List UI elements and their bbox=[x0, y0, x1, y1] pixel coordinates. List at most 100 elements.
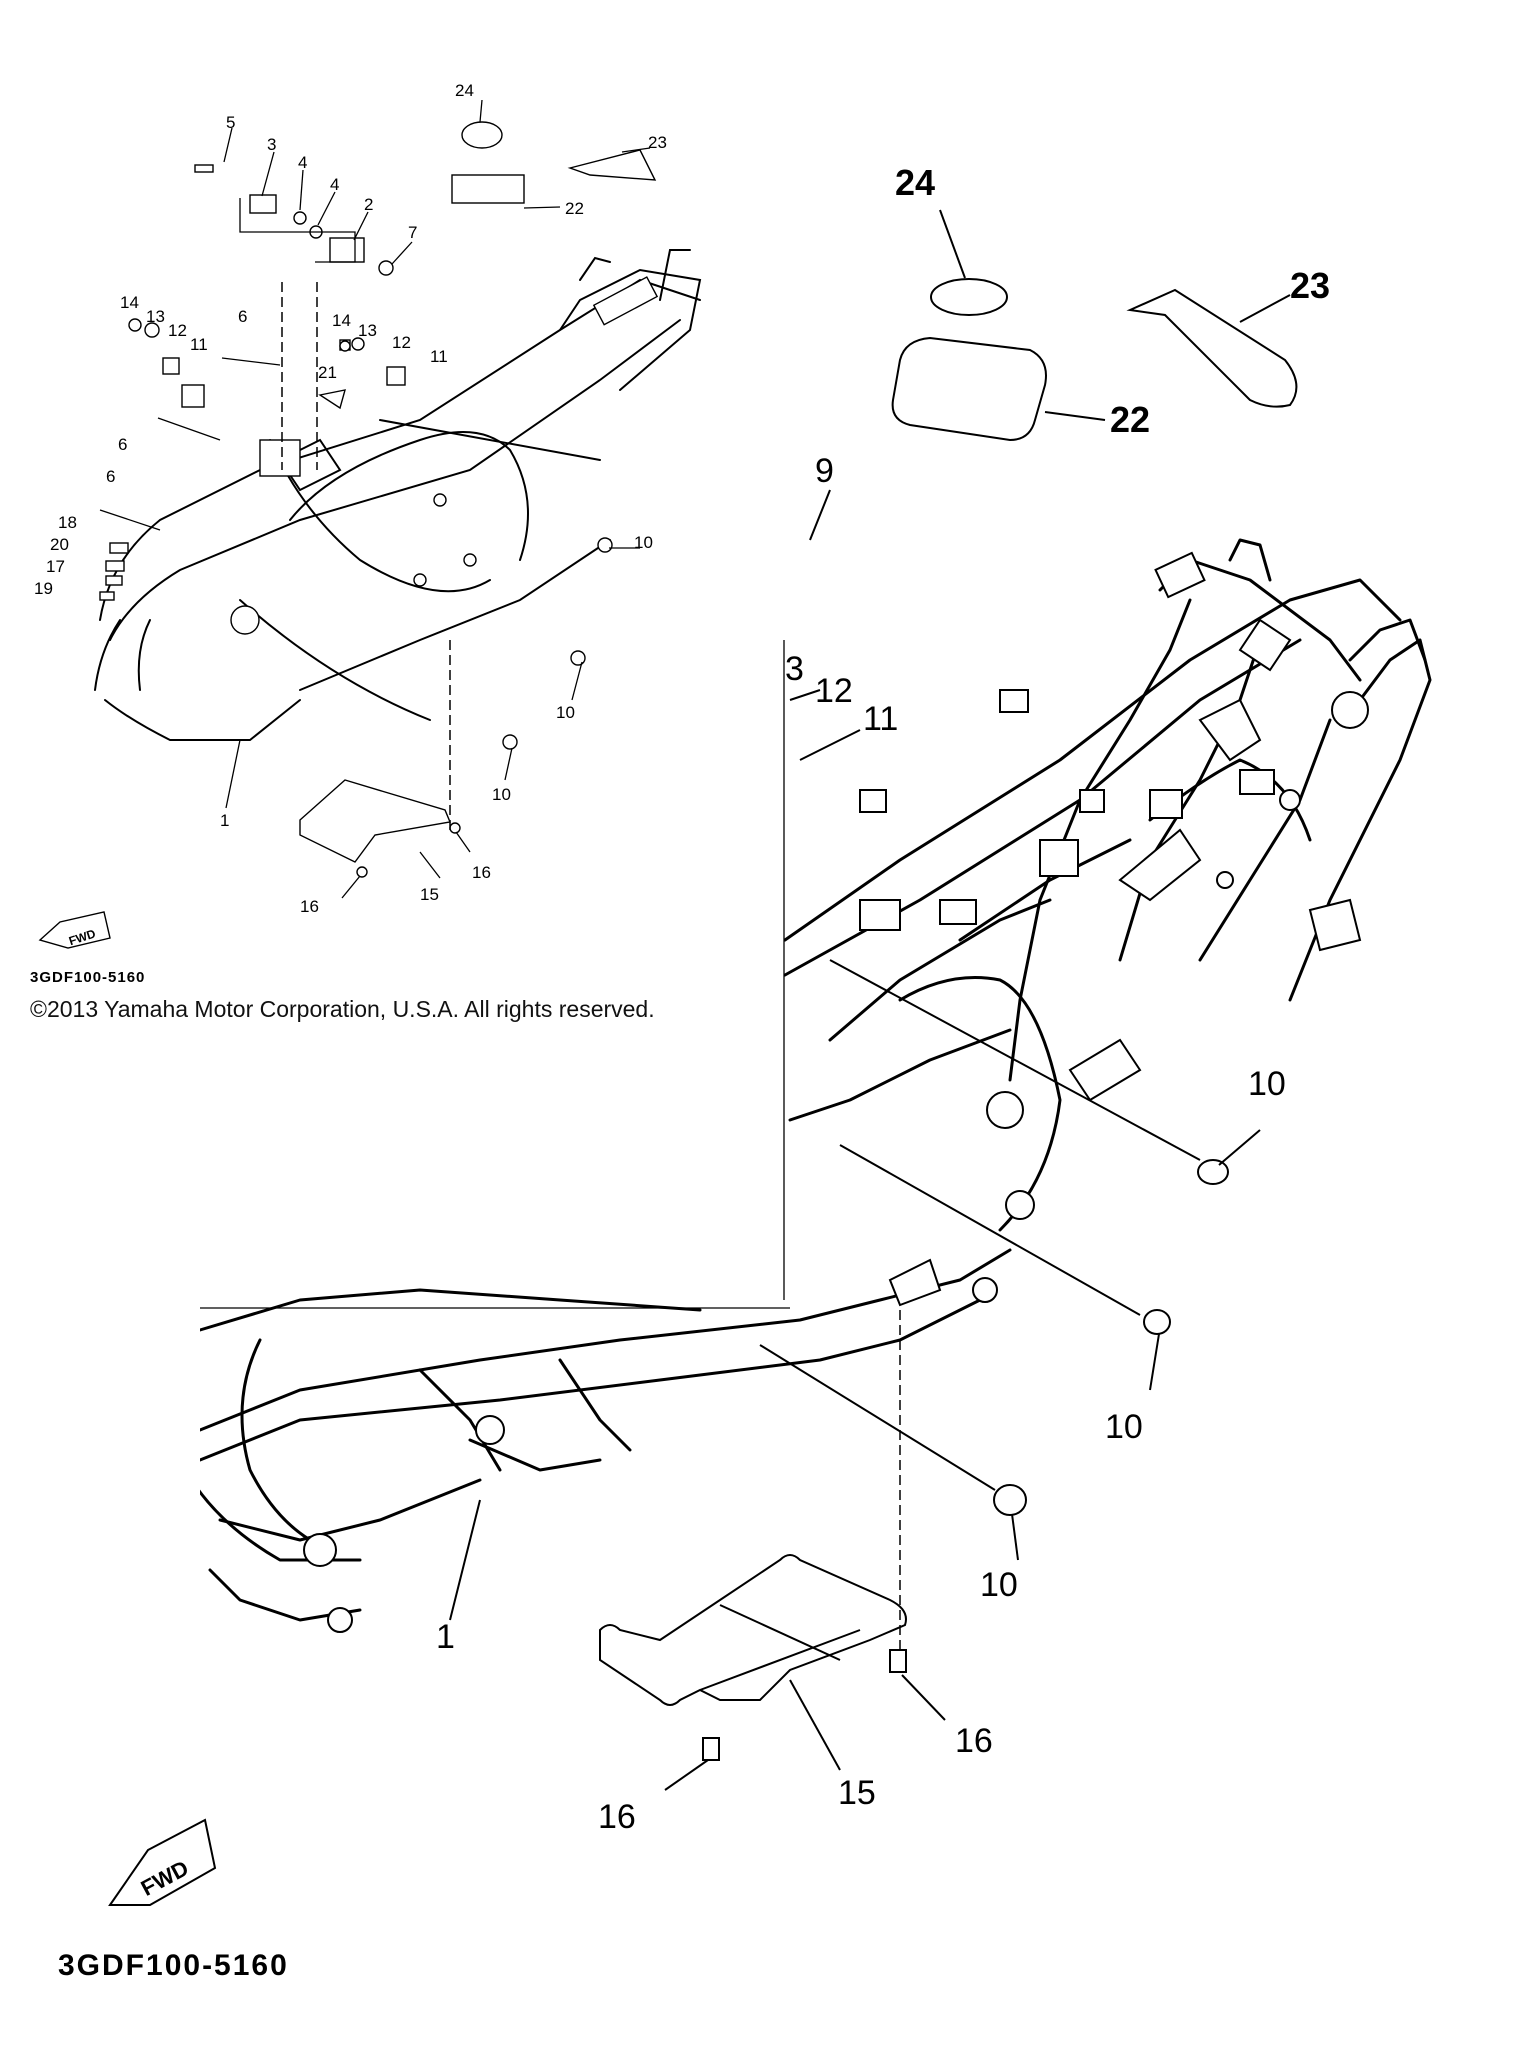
bolt-8-icon bbox=[221, 357, 281, 366]
large-detail-diagram: 24 23 22 9 3 12 11 10 10 10 1 16 15 16 F… bbox=[0, 162, 1432, 1982]
pad-22-icon bbox=[451, 174, 525, 204]
callout-24-large: 24 bbox=[895, 162, 935, 203]
nut-10c-icon bbox=[502, 734, 518, 750]
callout-11b-small: 11 bbox=[430, 347, 448, 366]
callout-3-large: 3 bbox=[785, 650, 804, 688]
callout-22-small: 22 bbox=[565, 199, 584, 218]
callout-16b-large: 16 bbox=[598, 1798, 636, 1836]
callout-23-small: 23 bbox=[648, 133, 667, 152]
nut-10b-icon bbox=[570, 650, 586, 666]
bolt-14-icon bbox=[128, 318, 142, 332]
callout-16a-large: 16 bbox=[955, 1722, 993, 1760]
copyright-notice: ©2013 Yamaha Motor Corporation, U.S.A. A… bbox=[30, 996, 655, 1022]
seal-24-icon bbox=[461, 121, 503, 149]
small-overview-diagram: 24 23 22 5 3 4 4 2 7 14 13 12 11 6 21 14… bbox=[30, 81, 702, 986]
bolt-6-icon bbox=[99, 509, 161, 531]
callout-6-small: 6 bbox=[106, 467, 115, 486]
washer-4a-icon bbox=[293, 211, 307, 225]
small-frame-illustration bbox=[94, 249, 702, 741]
callout-9-small: 7 bbox=[408, 223, 417, 242]
callout-10a-large: 10 bbox=[1248, 1065, 1286, 1103]
large-hardware-parts bbox=[599, 278, 1298, 1761]
bolt-14b-icon bbox=[339, 340, 351, 352]
callout-5-small: 5 bbox=[226, 113, 235, 132]
callout-19-small: 19 bbox=[34, 579, 53, 598]
small-leader-lines bbox=[223, 99, 651, 899]
part-17-icon bbox=[105, 575, 123, 586]
diagram-code-large: 3GDF100-5160 bbox=[58, 1949, 289, 1982]
sleeve-23-icon bbox=[567, 149, 657, 181]
large-frame-illustration bbox=[0, 538, 1432, 1633]
callout-13b-small: 13 bbox=[358, 321, 377, 340]
callout-9-large: 9 bbox=[815, 452, 834, 490]
callout-21-small: 21 bbox=[318, 363, 337, 382]
callout-3-small: 3 bbox=[267, 135, 276, 154]
callout-2-small: 2 bbox=[364, 195, 373, 214]
callout-15-large: 15 bbox=[838, 1774, 876, 1812]
callout-14b-small: 14 bbox=[332, 311, 351, 330]
collar-12-icon bbox=[162, 357, 180, 375]
callout-12-large: 12 bbox=[815, 672, 853, 710]
callout-11a-small: 11 bbox=[190, 335, 208, 354]
small-hardware-parts bbox=[99, 121, 657, 878]
part-18-icon bbox=[109, 542, 129, 554]
callout-12b-small: 12 bbox=[392, 333, 411, 352]
sleeve-23-icon bbox=[1126, 288, 1298, 408]
part-20-icon bbox=[105, 560, 125, 572]
callout-12a-small: 12 bbox=[168, 321, 187, 340]
callout-14a-small: 14 bbox=[120, 293, 139, 312]
washer-13b-icon bbox=[351, 337, 365, 351]
callout-1-large: 1 bbox=[436, 1618, 455, 1656]
callout-16a-small: 16 bbox=[472, 863, 491, 882]
bolt-16a-icon bbox=[449, 822, 461, 834]
callout-22-large: 22 bbox=[1110, 399, 1150, 440]
fwd-arrow-small-icon: FWD bbox=[38, 911, 111, 949]
callout-18-small: 18 bbox=[58, 513, 77, 532]
callout-10b-large: 10 bbox=[1105, 1408, 1143, 1446]
nut-10c-icon bbox=[993, 1484, 1027, 1516]
callout-8-small: 6 bbox=[238, 307, 247, 326]
callout-20-small: 20 bbox=[50, 535, 69, 554]
bolt-16b-icon bbox=[702, 1737, 720, 1761]
bracket-3-icon bbox=[249, 194, 277, 214]
callout-16b-small: 16 bbox=[300, 897, 319, 916]
bolt-7-icon bbox=[157, 417, 221, 441]
callout-17-small: 17 bbox=[46, 557, 65, 576]
seal-24-icon bbox=[930, 278, 1008, 316]
callout-4b-small: 4 bbox=[330, 175, 339, 194]
callout-24-small: 24 bbox=[455, 81, 474, 100]
washer-13-icon bbox=[144, 322, 160, 338]
bracket-2-icon bbox=[329, 237, 365, 263]
callout-11-large: 11 bbox=[863, 700, 898, 738]
callout-7-small: 6 bbox=[118, 435, 127, 454]
part-19-icon bbox=[99, 591, 115, 601]
callout-10a-small: 10 bbox=[634, 533, 653, 552]
large-callouts: 24 23 22 9 3 12 11 10 10 10 1 16 15 16 bbox=[436, 162, 1330, 1836]
callout-15-small: 15 bbox=[420, 885, 439, 904]
callout-13a-small: 13 bbox=[146, 307, 165, 326]
fwd-arrow-large-icon: FWD bbox=[108, 1818, 217, 1906]
callout-10b-small: 10 bbox=[556, 703, 575, 722]
callout-23-large: 23 bbox=[1290, 265, 1330, 306]
bolt-5-icon bbox=[194, 164, 214, 173]
callout-4a-small: 4 bbox=[298, 153, 307, 172]
nut-10b-icon bbox=[1143, 1309, 1171, 1335]
plate-15-icon bbox=[599, 1554, 907, 1706]
nut-10a-icon bbox=[1197, 1159, 1229, 1185]
callout-10c-large: 10 bbox=[980, 1566, 1018, 1604]
diagram-code-small: 3GDF100-5160 bbox=[30, 969, 145, 986]
large-leader-lines bbox=[449, 209, 1291, 1791]
small-callouts: 24 23 22 5 3 4 4 2 7 14 13 12 11 6 21 14… bbox=[34, 81, 667, 916]
nut-10a-icon bbox=[597, 537, 613, 553]
pad-22-icon bbox=[891, 336, 1047, 442]
nut-9-icon bbox=[378, 260, 394, 276]
bolt-16a-icon bbox=[889, 1649, 907, 1673]
part-21-icon bbox=[318, 389, 346, 410]
callout-10c-small: 10 bbox=[492, 785, 511, 804]
callout-1-small: 1 bbox=[220, 811, 229, 830]
damper-11b-icon bbox=[386, 366, 406, 386]
bolt-16b-icon bbox=[356, 866, 368, 878]
plate-15-icon bbox=[299, 779, 451, 863]
